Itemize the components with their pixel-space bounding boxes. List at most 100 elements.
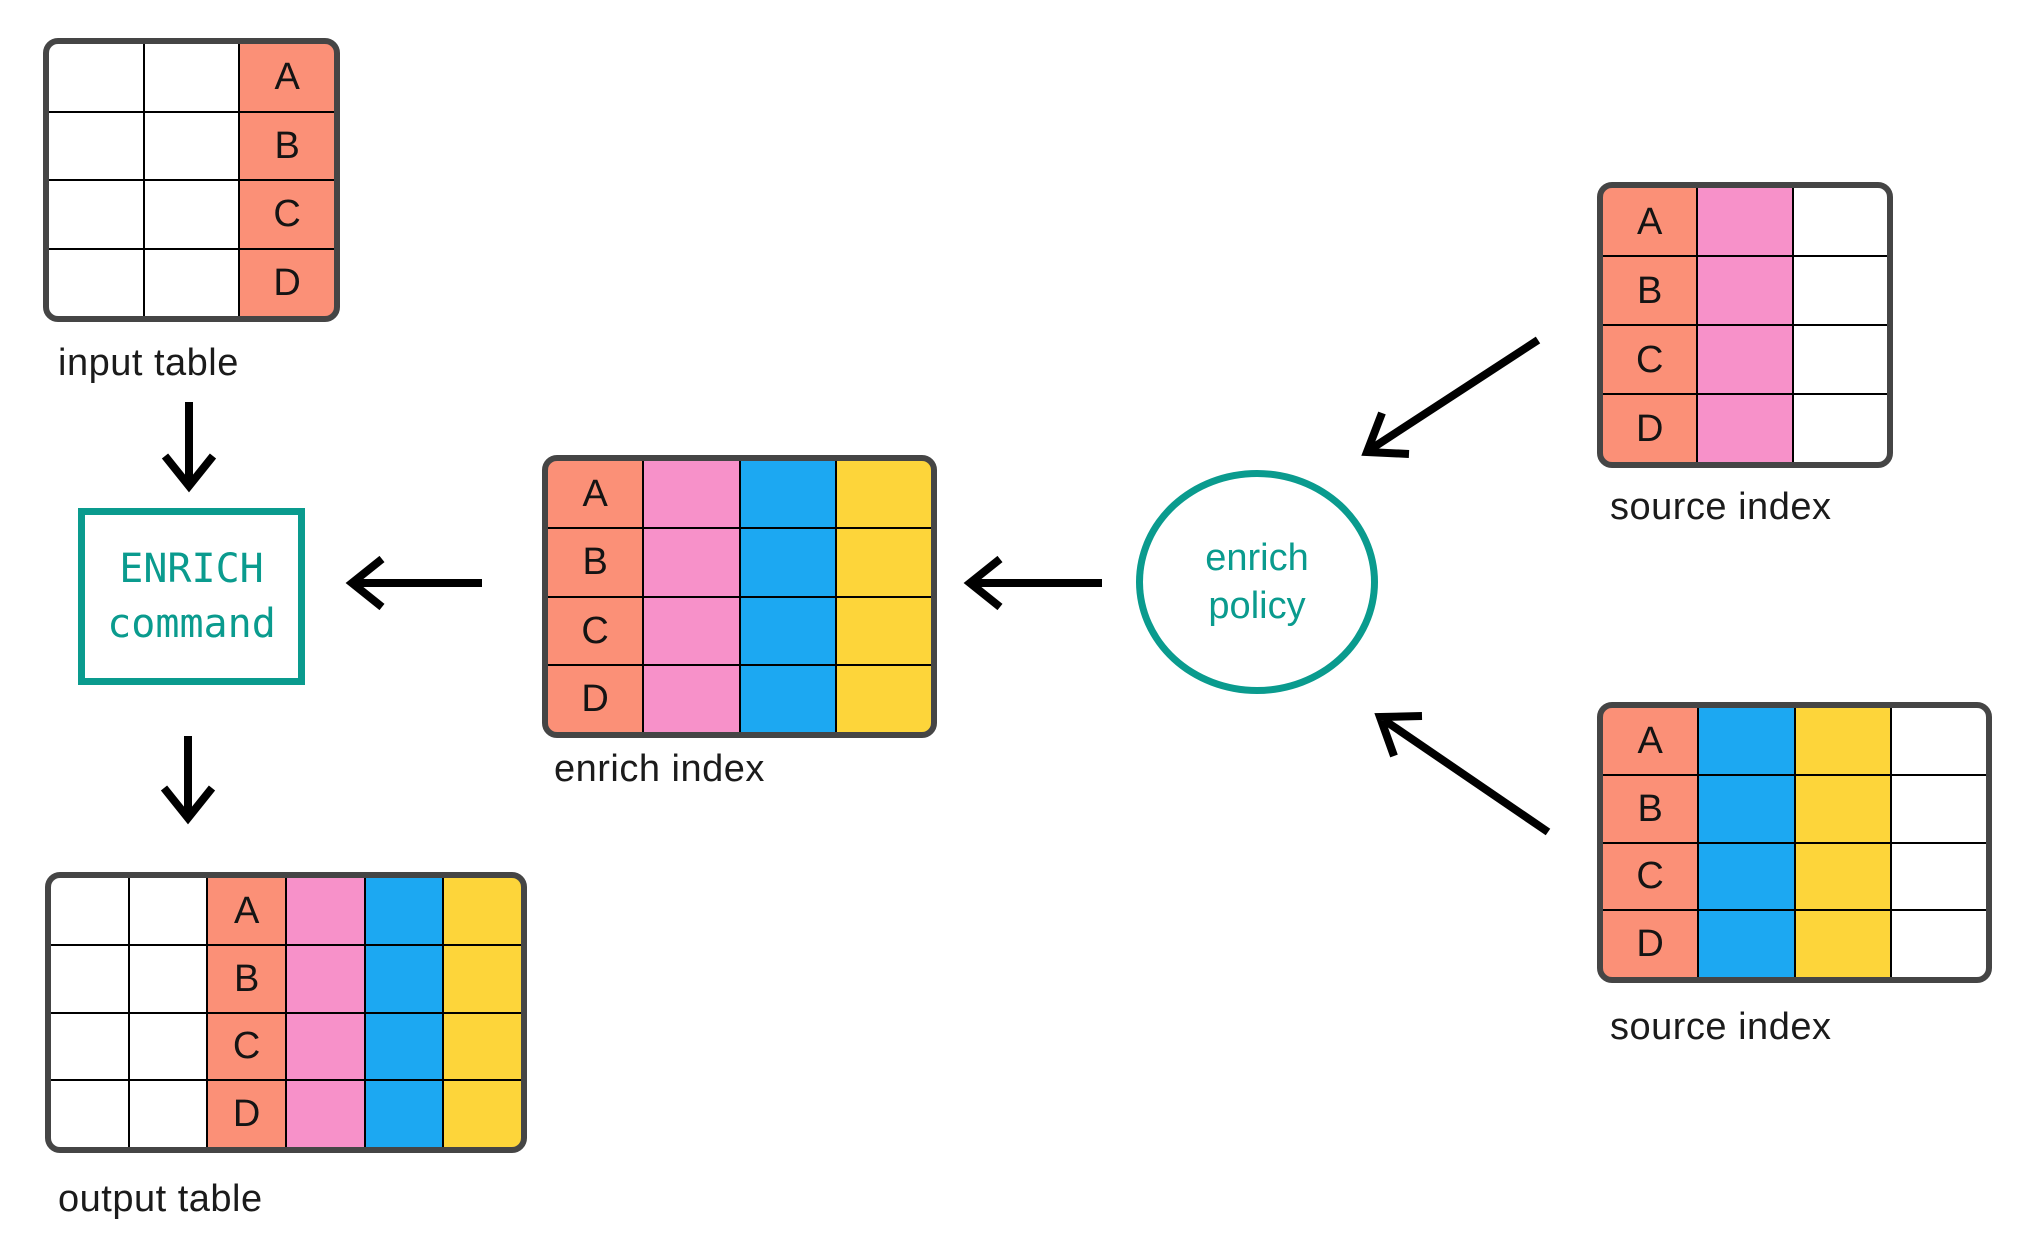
- cell-letter: D: [581, 677, 609, 720]
- cell-letter: B: [233, 957, 260, 1000]
- table-cell: [129, 1013, 207, 1080]
- table-cell: [286, 945, 364, 1012]
- table-cell: C: [240, 181, 334, 248]
- cell-letter: B: [274, 124, 300, 167]
- arrow-source-bottom-to-policy: [1374, 712, 1551, 836]
- table-cell: [1699, 843, 1794, 910]
- table-cell: [144, 44, 239, 111]
- table-cell: A: [1603, 188, 1697, 255]
- table-cell: [1795, 843, 1890, 910]
- cell-letter: C: [273, 193, 301, 236]
- table-cell: D: [208, 1081, 285, 1147]
- cell-letter: D: [1636, 923, 1664, 966]
- arrow-index-to-command: [345, 555, 482, 611]
- cell-letter: C: [581, 609, 609, 652]
- output-table-label: output table: [58, 1178, 263, 1220]
- table-cell: [444, 878, 521, 944]
- table-cell: C: [1603, 326, 1697, 393]
- input-table: A B C D: [43, 38, 340, 322]
- cell-letter: B: [1637, 787, 1663, 830]
- table-cell: [1793, 326, 1887, 393]
- enrich-command-box: ENRICH command: [78, 508, 305, 685]
- table-cell: [1698, 326, 1792, 393]
- output-table: A B C D: [45, 872, 527, 1153]
- table-cell: [836, 665, 931, 732]
- table-cell: D: [240, 249, 334, 316]
- table-cell: [1891, 775, 1986, 842]
- table-cell: [286, 1081, 364, 1147]
- arrow-policy-to-index: [963, 555, 1102, 611]
- cell-letter: A: [582, 473, 608, 516]
- table-cell: [644, 529, 739, 596]
- output-table-grid: A B C D: [51, 878, 521, 1147]
- table-cell: [49, 112, 143, 179]
- table-cell: [51, 945, 128, 1012]
- table-cell: A: [208, 878, 285, 944]
- cell-letter: C: [1636, 855, 1664, 898]
- enrich-policy-circle: enrich policy: [1136, 470, 1378, 694]
- cell-letter: D: [1635, 407, 1664, 450]
- table-cell: [1891, 911, 1986, 977]
- table-cell: [1793, 188, 1887, 255]
- table-cell: B: [1603, 775, 1698, 842]
- source-index-bottom-grid: A B C D: [1603, 708, 1986, 977]
- table-cell: A: [240, 44, 334, 111]
- enrich-index-table: A B C D: [542, 455, 937, 738]
- table-cell: [1795, 708, 1890, 774]
- table-cell: [49, 181, 143, 248]
- cell-letter: B: [1636, 269, 1663, 312]
- table-cell: [144, 249, 239, 316]
- cell-letter: D: [232, 1093, 261, 1136]
- table-cell: [144, 112, 239, 179]
- enrich-policy-line2: policy: [1208, 585, 1306, 627]
- table-cell: [144, 181, 239, 248]
- table-cell: [1793, 395, 1887, 462]
- arrow-input-to-command: [161, 402, 217, 493]
- source-index-bottom-table: A B C D: [1597, 702, 1992, 983]
- table-cell: C: [548, 597, 643, 664]
- table-cell: [1793, 257, 1887, 324]
- table-cell: [740, 665, 835, 732]
- table-cell: [1699, 775, 1794, 842]
- table-cell: [286, 1013, 364, 1080]
- table-cell: [129, 1081, 207, 1147]
- table-cell: [1699, 708, 1794, 774]
- table-cell: [1891, 843, 1986, 910]
- table-cell: [836, 597, 931, 664]
- table-cell: D: [548, 665, 643, 732]
- table-cell: [836, 529, 931, 596]
- table-cell: [1699, 911, 1794, 977]
- table-cell: [836, 461, 931, 528]
- table-cell: [1698, 257, 1792, 324]
- table-cell: [740, 529, 835, 596]
- table-cell: [444, 1013, 521, 1080]
- table-cell: [51, 1013, 128, 1080]
- table-cell: [740, 597, 835, 664]
- table-cell: [365, 1081, 443, 1147]
- table-cell: [644, 461, 739, 528]
- table-cell: [644, 665, 739, 732]
- table-cell: B: [548, 529, 643, 596]
- cell-letter: B: [582, 541, 608, 584]
- table-cell: [49, 44, 143, 111]
- input-table-label: input table: [58, 342, 239, 384]
- enrich-index-grid: A B C D: [548, 461, 931, 732]
- table-cell: [444, 945, 521, 1012]
- table-cell: B: [208, 945, 285, 1012]
- table-cell: D: [1603, 395, 1697, 462]
- table-cell: [365, 878, 443, 944]
- arrow-command-to-output: [160, 736, 216, 825]
- table-cell: C: [208, 1013, 285, 1080]
- cell-letter: C: [232, 1025, 261, 1068]
- table-cell: [129, 945, 207, 1012]
- cell-letter: D: [273, 261, 301, 304]
- table-cell: B: [1603, 257, 1697, 324]
- table-cell: [365, 945, 443, 1012]
- table-cell: [286, 878, 364, 944]
- enrich-index-label: enrich index: [554, 748, 765, 790]
- cell-letter: A: [233, 889, 260, 932]
- cell-letter: A: [1636, 200, 1663, 243]
- enrich-policy-line1: enrich: [1205, 537, 1309, 579]
- table-cell: [1891, 708, 1986, 774]
